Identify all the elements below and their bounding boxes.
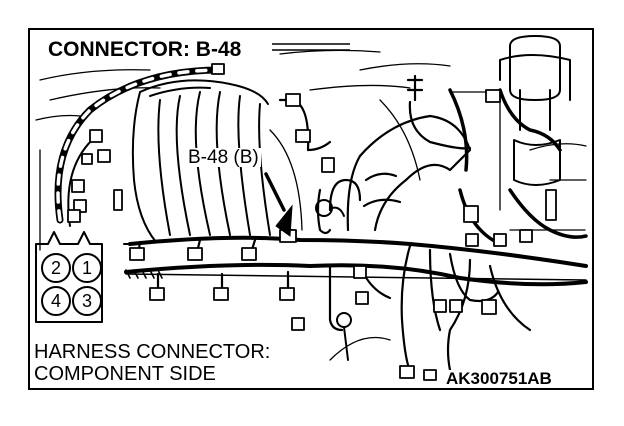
connector-face-outline bbox=[35, 231, 103, 323]
main-harness-tie-lines bbox=[125, 269, 163, 279]
small-connectors bbox=[67, 63, 557, 381]
title-leader bbox=[272, 43, 350, 51]
pin-2: 2 bbox=[41, 253, 71, 283]
pin-4: 4 bbox=[41, 286, 71, 316]
component-side-label: COMPONENT SIDE bbox=[34, 363, 216, 385]
diagram-frame: CONNECTOR: B-48 B-48 (B) 2 1 4 3 HARNESS… bbox=[28, 28, 594, 390]
connector-title: CONNECTOR: B-48 bbox=[44, 39, 246, 60]
reservoir-component bbox=[499, 35, 571, 186]
harness-connector-label: HARNESS CONNECTOR: bbox=[34, 341, 271, 363]
connector-callout-label: B-48 (B) bbox=[186, 147, 261, 168]
callout-arrow bbox=[264, 172, 293, 237]
ground-terminal bbox=[315, 199, 352, 361]
pin-1: 1 bbox=[72, 253, 102, 283]
intake-hose bbox=[346, 74, 472, 232]
pin-3: 3 bbox=[72, 286, 102, 316]
engine-harness-illustration bbox=[35, 35, 588, 381]
figure-code: AK300751AB bbox=[444, 369, 554, 388]
